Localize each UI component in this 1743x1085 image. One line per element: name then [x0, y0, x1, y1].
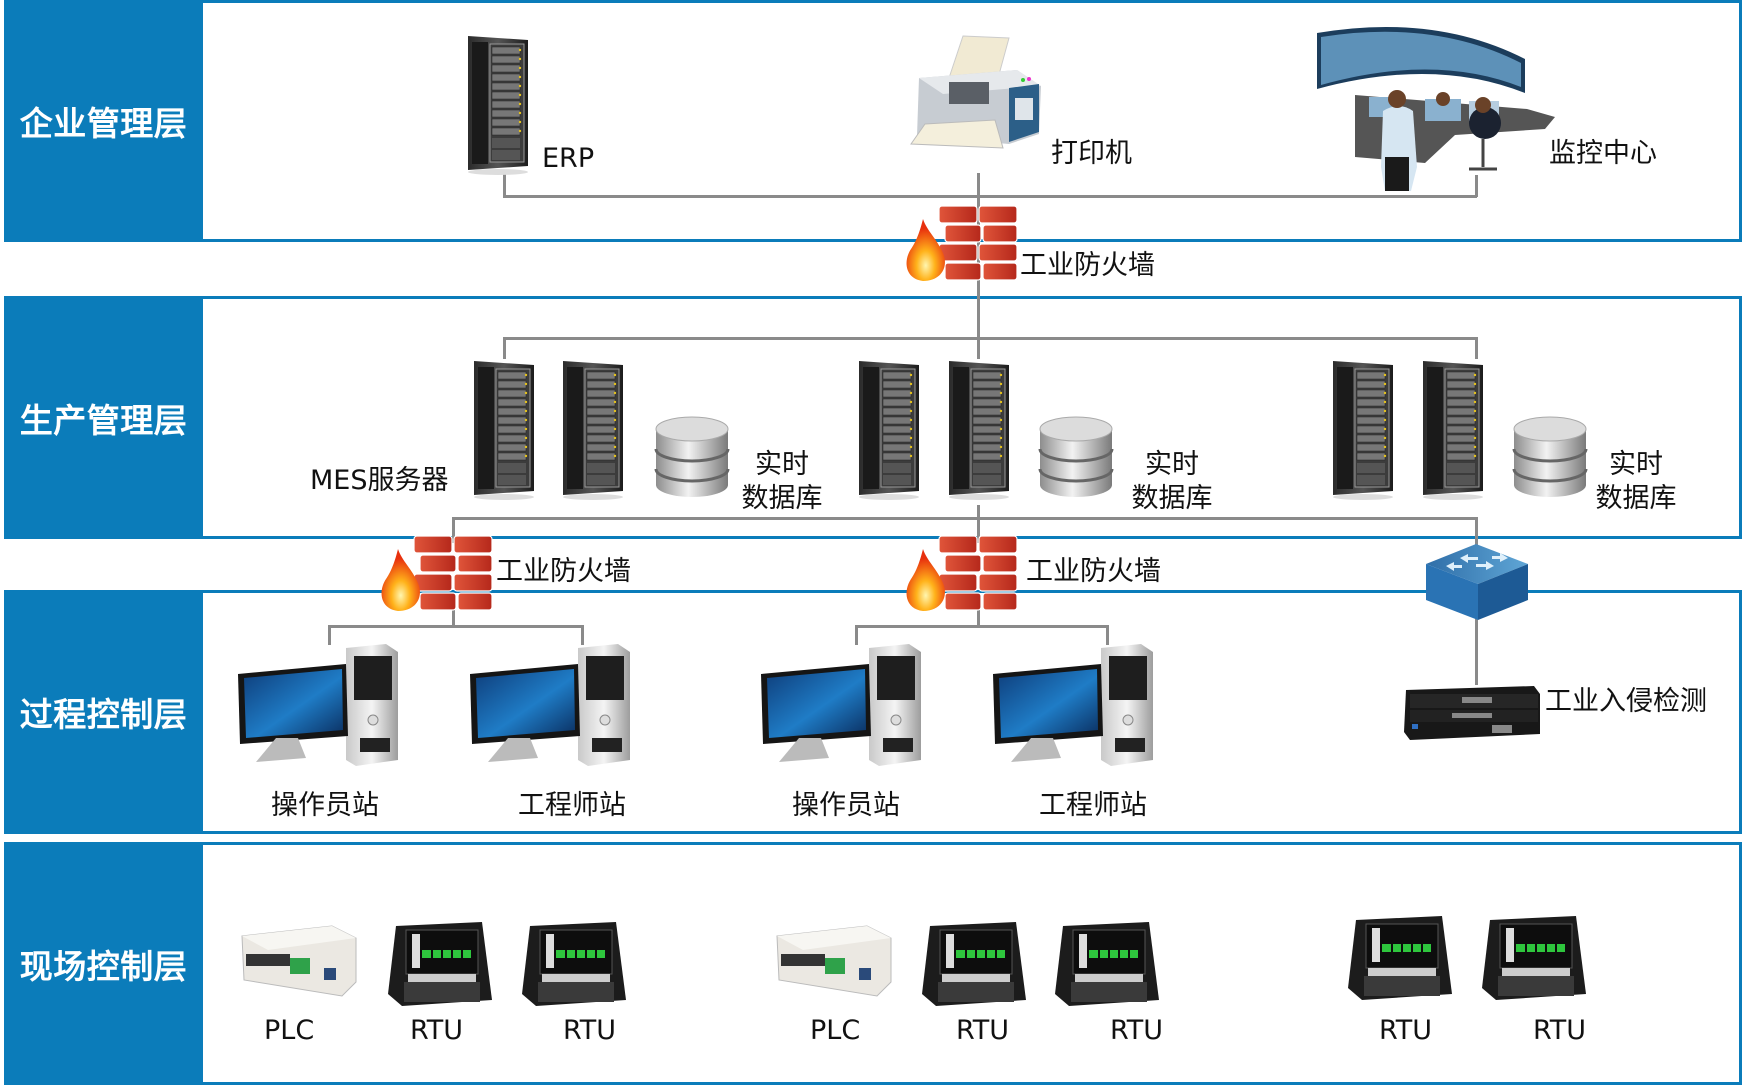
- database-icon[interactable]: [1510, 415, 1590, 499]
- fw3-down: [977, 605, 980, 627]
- engineer-station-icon[interactable]: [991, 642, 1161, 772]
- ws-drop-4: [1106, 625, 1109, 645]
- realtime-db-label-line2: 数据库: [1131, 483, 1213, 514]
- mes-server-label: MES服务器: [310, 465, 449, 496]
- rtu-icon[interactable]: [386, 920, 496, 1010]
- network-switch-icon[interactable]: [1424, 544, 1530, 620]
- realtime-db-label-line2: 数据库: [1595, 483, 1677, 514]
- plc-label: PLC: [810, 1015, 861, 1046]
- rtu-label: RTU: [410, 1015, 464, 1046]
- rtu-label: RTU: [563, 1015, 617, 1046]
- rtu-icon[interactable]: [1346, 914, 1456, 1004]
- layer-band-field: 现场控制层: [4, 842, 203, 1085]
- engineer-station-label: 工程师站: [518, 790, 626, 821]
- operator-station-label: 操作员站: [792, 790, 900, 821]
- erp-drop: [503, 172, 506, 197]
- realtime-db-label-line2: 数据库: [741, 483, 823, 514]
- process-bus-2: [855, 625, 1109, 628]
- engineer-station-label: 工程师站: [1039, 790, 1147, 821]
- firewall-label: 工业防火墙: [1026, 556, 1161, 587]
- layer-title: 企业管理层: [19, 104, 188, 143]
- ws-drop-3: [855, 625, 858, 645]
- plc-label: PLC: [264, 1015, 315, 1046]
- rtu-icon[interactable]: [920, 920, 1030, 1010]
- ws-drop-1: [328, 625, 331, 645]
- layer-title: 现场控制层: [19, 946, 188, 986]
- ws-drop-2: [581, 625, 584, 645]
- firewall-label: 工业防火墙: [1020, 250, 1155, 281]
- engineer-station-icon[interactable]: [468, 642, 638, 772]
- rtu-label: RTU: [1533, 1015, 1587, 1046]
- realtime-db-label-line1: 实时: [755, 449, 809, 480]
- rtu-label: RTU: [1110, 1015, 1164, 1046]
- production-bottom-bus: [452, 517, 1477, 520]
- firewall-icon[interactable]: [903, 205, 1019, 283]
- layer-title: 生产管理层: [19, 400, 188, 440]
- prod-up-2: [977, 505, 980, 519]
- rtu-label: RTU: [1379, 1015, 1433, 1046]
- monitor-drop: [1475, 175, 1478, 197]
- rtu-icon[interactable]: [1480, 914, 1590, 1004]
- ids-link: [1475, 615, 1478, 685]
- erp-server-icon[interactable]: [462, 32, 534, 176]
- switch-link: [1475, 517, 1478, 547]
- prod-drop-2: [977, 337, 980, 359]
- layer-band-enterprise: 企业管理层: [4, 0, 203, 242]
- realtime-db-label-line1: 实时: [1145, 449, 1199, 480]
- rtu-icon[interactable]: [520, 920, 630, 1010]
- realtime-db-label-line1: 实时: [1609, 449, 1663, 480]
- database-icon[interactable]: [1036, 415, 1116, 499]
- prod-drop-3: [1475, 337, 1478, 359]
- layer-title: 过程控制层: [19, 695, 188, 734]
- operator-station-label: 操作员站: [271, 790, 379, 821]
- mes-server-icon[interactable]: [468, 357, 540, 501]
- prod-drop-1: [503, 337, 506, 359]
- mes-server-icon[interactable]: [1327, 357, 1399, 501]
- fw2-down: [452, 605, 455, 627]
- firewall-icon[interactable]: [903, 535, 1019, 613]
- printer-icon[interactable]: [905, 32, 1045, 152]
- plc-icon[interactable]: [232, 922, 362, 1002]
- enterprise-bus: [503, 195, 1477, 198]
- plc-icon[interactable]: [767, 922, 897, 1002]
- layer-band-process: 过程控制层: [4, 590, 203, 834]
- rtu-icon[interactable]: [1053, 920, 1163, 1010]
- firewall-icon[interactable]: [378, 535, 494, 613]
- ids-device-icon[interactable]: [1402, 680, 1542, 742]
- printer-label: 打印机: [1051, 138, 1132, 169]
- layer-band-production: 生产管理层: [4, 296, 203, 539]
- realtime-db-label: 实时 数据库: [1128, 448, 1216, 516]
- printer-drop: [977, 173, 980, 197]
- erp-label: ERP: [542, 143, 595, 174]
- rtu-label: RTU: [956, 1015, 1010, 1046]
- realtime-db-label: 实时 数据库: [738, 448, 826, 516]
- mes-server-icon[interactable]: [1417, 357, 1489, 501]
- process-bus-1: [328, 625, 584, 628]
- fw2-link: [452, 517, 455, 543]
- operator-station-icon[interactable]: [236, 642, 406, 772]
- database-icon[interactable]: [652, 415, 732, 499]
- ids-label: 工业入侵检测: [1545, 686, 1707, 717]
- firewall-label: 工业防火墙: [496, 556, 631, 587]
- mes-server-icon[interactable]: [853, 357, 925, 501]
- production-top-bus: [503, 337, 1477, 340]
- mes-server-icon[interactable]: [943, 357, 1015, 501]
- mes-server-icon[interactable]: [557, 357, 629, 501]
- monitor-center-icon[interactable]: [1315, 17, 1555, 193]
- fw3-link: [977, 517, 980, 543]
- monitor-center-label: 监控中心: [1549, 138, 1657, 169]
- realtime-db-label: 实时 数据库: [1592, 448, 1680, 516]
- operator-station-icon[interactable]: [759, 642, 929, 772]
